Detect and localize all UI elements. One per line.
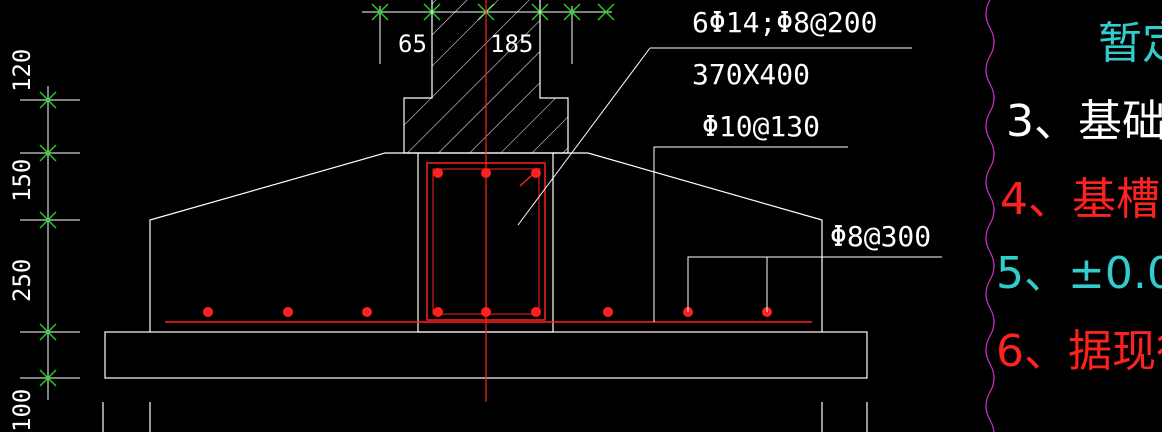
leader-beam-diagonal — [517, 47, 651, 226]
notes-panel: 暂定 3、基础砼 4、基槽开 5、±0.0 6、据现行 — [985, 0, 1162, 432]
left-dim-ticks — [39, 91, 57, 387]
label-bottom-rebar: Φ8@300 — [830, 220, 931, 253]
note-2-text: 暂定 — [1098, 18, 1162, 69]
footing-body — [102, 152, 868, 432]
left-dim-text-150: 150 — [8, 159, 36, 202]
rebar-dot-beam-top-3 — [531, 168, 541, 178]
leader-stirrup — [653, 146, 848, 322]
stirrup-outer — [426, 162, 546, 321]
left-dim-text-250: 250 — [8, 259, 36, 302]
note-4-text: 4、基槽开 — [1000, 174, 1162, 225]
note-5-text: 5、±0.0 — [996, 248, 1162, 299]
label-section-size: 370X400 — [692, 58, 810, 91]
rebar-layout — [165, 162, 812, 323]
rebar-dots — [203, 168, 772, 317]
footing-left-slope — [149, 152, 418, 332]
rebar-dot-bottom-7 — [603, 307, 613, 317]
rebar-dot-bottom-3 — [362, 307, 372, 317]
leader-lines — [517, 47, 942, 322]
rebar-dot-bottom-2 — [283, 307, 293, 317]
rebar-dot-bottom-1 — [203, 307, 213, 317]
left-dim-text-100: 100 — [8, 389, 36, 432]
rebar-dot-beam-top-2 — [481, 168, 491, 178]
footing-right-slope — [553, 152, 823, 332]
label-main-rebar: 6Φ14;Φ8@200 — [692, 6, 877, 39]
rebar-dot-bottom-4 — [433, 307, 443, 317]
notes-wavy-border — [985, 0, 995, 432]
leader-bottom-bars — [687, 256, 942, 312]
rebar-dot-beam-top-1 — [433, 168, 443, 178]
left-dim-text-120: 120 — [8, 49, 36, 92]
left-dimension-chain: 120 150 250 100 — [8, 49, 80, 432]
label-stirrup-rebar: Φ10@130 — [702, 110, 820, 143]
rebar-dot-bottom-6 — [531, 307, 541, 317]
note-3-text: 3、基础砼 — [1006, 96, 1162, 147]
note-6-text: 6、据现行 — [996, 326, 1162, 377]
top-dim-text-65: 65 — [398, 30, 427, 58]
rebar-dot-bottom-5 — [481, 307, 491, 317]
